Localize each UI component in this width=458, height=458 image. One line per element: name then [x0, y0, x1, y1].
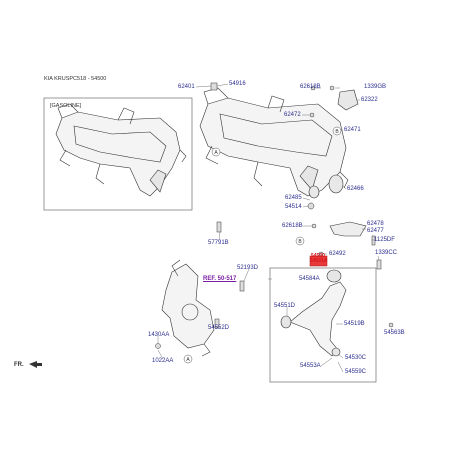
part-label-54500-highlight[interactable]: 54500	[311, 253, 325, 259]
callout-b-arm	[295, 236, 305, 246]
part-label-62478[interactable]: 62478	[367, 221, 384, 227]
part-label-54553a[interactable]: 54553A	[300, 363, 321, 369]
reference-link-50-517[interactable]: REF. 50-517	[203, 276, 237, 282]
lower-arm-box	[269, 267, 377, 383]
callout-a-subframe-text: A	[214, 150, 218, 156]
leader-lines	[157, 83, 393, 373]
callout-b-arm-text: B	[298, 239, 302, 245]
callout-a-subframe	[211, 147, 221, 157]
part-label-1125df[interactable]: 1125DF	[374, 237, 395, 243]
part-label-62322[interactable]: 62322	[361, 97, 378, 103]
part-label-62466[interactable]: 62466	[347, 186, 364, 192]
mount-62322-illustration	[337, 89, 359, 111]
part-label-62471[interactable]: 62471	[344, 127, 361, 133]
part-label-54551d[interactable]: 54551D	[274, 303, 296, 309]
part-label-62477[interactable]: 62477	[367, 228, 384, 234]
part-label-1022aa[interactable]: 1022AA	[152, 358, 174, 364]
part-label-62492[interactable]: 62492	[329, 251, 346, 257]
part-label-62618b-mid[interactable]: 62618B	[282, 223, 303, 229]
part-label-54514[interactable]: 54514	[285, 204, 302, 210]
callout-a-knuckle	[183, 354, 193, 364]
diagram-header-title: KIA KRUSPC518 - 54500	[44, 76, 107, 82]
part-label-54916[interactable]: 54916	[229, 81, 246, 87]
part-label-57791b[interactable]: 57791B	[208, 240, 229, 246]
part-label-1339gb[interactable]: 1339GB	[364, 84, 387, 90]
part-label-54530c[interactable]: 54530C	[345, 355, 367, 361]
part-label-1430aa[interactable]: 1430AA	[148, 332, 170, 338]
lower-control-arm-illustration	[280, 269, 347, 357]
callout-a-knuckle-text: A	[186, 357, 190, 363]
part-label-62401[interactable]: 62401	[178, 84, 195, 90]
part-label-62485[interactable]: 62485	[285, 195, 302, 201]
steering-knuckle-illustration	[161, 259, 215, 357]
callout-b-subframe-text: B	[335, 129, 339, 135]
gasoline-variant-box	[43, 97, 193, 211]
part-label-54563b[interactable]: 54563B	[384, 330, 405, 336]
part-label-54584a[interactable]: 54584A	[299, 276, 320, 282]
part-label-54501a-highlight[interactable]: 54501A	[310, 258, 328, 264]
part-label-52193d[interactable]: 52193D	[237, 265, 259, 271]
part-label-1339cc[interactable]: 1339CC	[375, 250, 398, 256]
subframe-gasoline-illustration	[55, 103, 187, 197]
part-label-54552d[interactable]: 54552D	[208, 325, 230, 331]
highlight-assembly-54500	[309, 255, 328, 267]
part-label-62472[interactable]: 62472	[284, 112, 301, 118]
part-label-62618b-top[interactable]: 62618B	[300, 84, 321, 90]
bracket-62477-illustration	[329, 221, 367, 237]
bushing-62466-illustration	[308, 174, 344, 199]
callout-circles	[183, 126, 342, 364]
front-subframe-illustration	[199, 87, 349, 197]
callout-b-subframe	[332, 126, 342, 136]
variant-label-gasoline: [GASOLINE]	[50, 103, 82, 109]
direction-label-front: FR.	[14, 362, 24, 368]
part-label-54559c[interactable]: 54559C	[345, 369, 367, 375]
part-label-54519b[interactable]: 54519B	[344, 321, 365, 327]
front-direction-arrow	[29, 361, 42, 368]
